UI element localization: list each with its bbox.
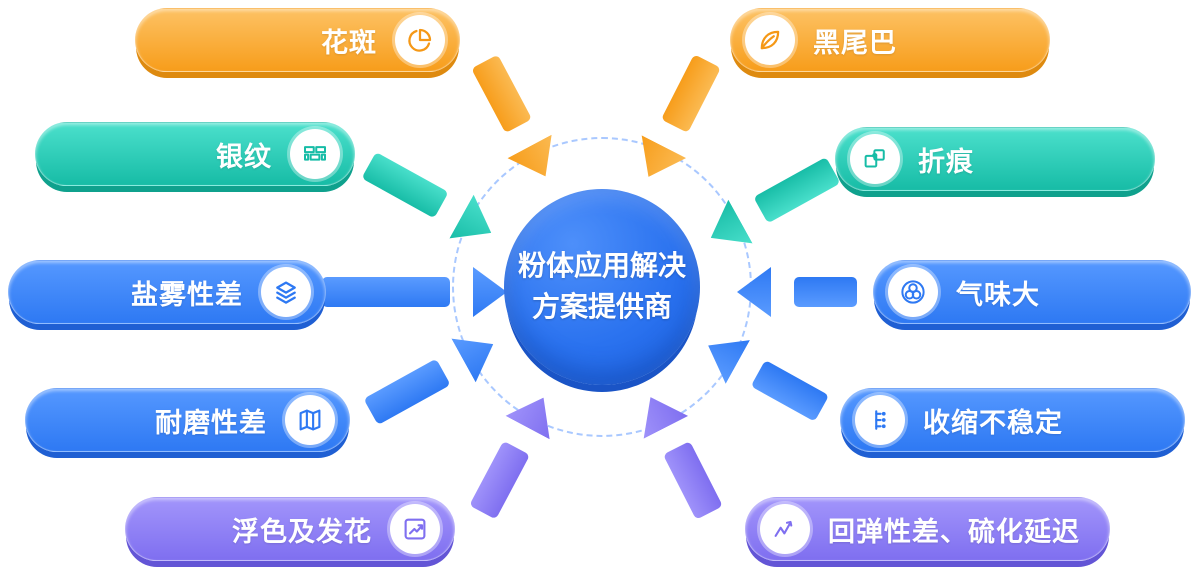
item-heiweiba: 黑尾巴	[730, 8, 1050, 72]
arrow-shaft	[471, 54, 532, 134]
puzzle-icon	[850, 134, 900, 184]
arrow-huitan	[628, 386, 732, 525]
center-circle: 粉体应用解决 方案提供商	[504, 189, 700, 385]
arrow-head	[473, 267, 507, 317]
arrow-dot	[442, 202, 461, 220]
layers-icon	[261, 267, 311, 317]
open-map-icon	[285, 395, 335, 445]
arrow-dot	[660, 127, 678, 146]
arrow-shaft	[753, 156, 841, 224]
arrow-qiwei	[737, 267, 857, 317]
arrow-shaft	[363, 358, 451, 426]
item-yinwen: 银纹	[35, 122, 355, 186]
arrow-dot	[444, 357, 463, 375]
trend-arrow-icon	[390, 504, 440, 554]
item-label: 回弹性差、硫化延迟	[828, 516, 1080, 547]
item-label: 气味大	[956, 279, 1040, 310]
item-label: 银纹	[216, 141, 272, 172]
item-shousuo: 收缩不稳定	[840, 388, 1185, 452]
arrow-zhehen	[699, 148, 846, 260]
item-label: 花斑	[321, 27, 377, 58]
item-label: 黑尾巴	[813, 27, 897, 58]
arrow-dot	[739, 358, 757, 377]
item-huitan: 回弹性差、硫化延迟	[745, 497, 1110, 561]
bubbles-icon	[888, 267, 938, 317]
bricks-icon	[290, 129, 340, 179]
arrow-heiweiba	[626, 50, 730, 189]
arrow-yinwen	[357, 143, 504, 255]
leaf-icon	[745, 15, 795, 65]
item-label: 耐磨性差	[155, 407, 267, 438]
arrow-dot	[776, 285, 789, 299]
item-fuse: 浮色及发花	[125, 497, 455, 561]
center-title-line2: 方案提供商	[531, 291, 672, 322]
arrow-shaft	[663, 441, 723, 520]
center-title-line1: 粉体应用解决	[517, 250, 686, 282]
item-huaban: 花斑	[135, 8, 460, 72]
pie-chart-icon	[395, 15, 445, 65]
arrow-dot	[515, 127, 533, 146]
item-naimoxingcha: 耐磨性差	[25, 388, 350, 452]
line-chart-icon	[760, 504, 810, 554]
arrow-dot	[662, 428, 680, 447]
arrow-huaban	[462, 50, 567, 188]
item-label: 折痕	[918, 146, 974, 177]
arrow-head	[737, 267, 771, 317]
item-zhehen: 折痕	[835, 127, 1155, 191]
item-yanwuxingcha: 盐雾性差	[8, 260, 326, 324]
item-qiweida: 气味大	[873, 260, 1191, 324]
arrow-dot	[455, 285, 468, 299]
arrow-shaft	[361, 151, 449, 219]
arrow-shaft	[794, 277, 857, 307]
item-label: 盐雾性差	[131, 279, 243, 310]
arrow-naimo	[359, 322, 506, 434]
arrow-dot	[513, 428, 531, 447]
arrow-shaft	[750, 360, 830, 422]
item-label: 收缩不稳定	[923, 407, 1063, 438]
item-label: 浮色及发花	[232, 516, 372, 547]
arrow-dot	[741, 207, 760, 225]
arrow-yanwu	[322, 267, 507, 317]
arrow-shaft	[322, 277, 450, 307]
arrow-shousuo	[696, 324, 834, 431]
arrow-shaft	[661, 54, 721, 133]
branch-dots-icon	[855, 395, 905, 445]
arrow-shaft	[469, 440, 530, 520]
arrow-fuse	[460, 386, 565, 524]
